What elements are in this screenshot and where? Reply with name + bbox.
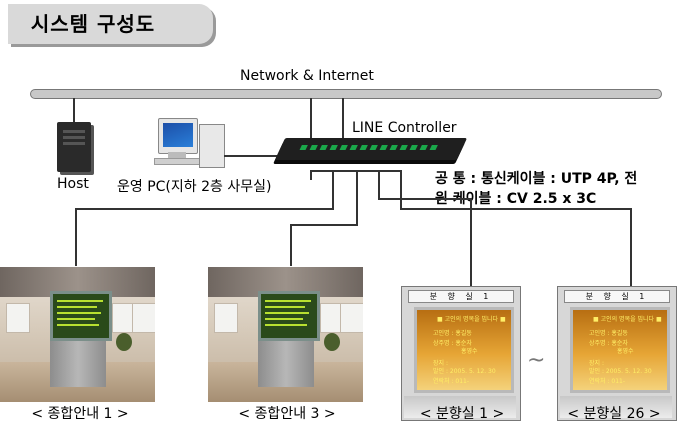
- info-display-3-photo: [208, 267, 363, 402]
- host-server-icon: [57, 122, 91, 172]
- tree-line: [400, 208, 632, 210]
- tree-line: [75, 208, 77, 266]
- tree-line: [310, 170, 312, 180]
- host-drop-line: [73, 98, 75, 122]
- tree-line: [75, 208, 334, 210]
- cable-note-line1: 공 통 : 통신케이블 : UTP 4P, 전: [435, 171, 638, 187]
- pc-monitor-icon: [158, 118, 198, 154]
- tree-line: [400, 170, 402, 210]
- room-sign-26: 분 향 실 1 ■ 고인의 명복을 빕니다 ■ 고인명 : 홍길동 상주명 : …: [557, 286, 677, 421]
- tree-line: [470, 198, 472, 286]
- display-caption-4: < 분향실 26 >: [567, 406, 661, 422]
- room-sign-header: 분 향 실 1: [408, 290, 514, 303]
- tree-line: [378, 170, 380, 200]
- display-caption-3: < 분향실 1 >: [419, 406, 505, 422]
- cable-note-line2: 원 케이블 : CV 2.5 x 3C: [435, 191, 597, 207]
- line-controller-switch-icon: [274, 138, 468, 160]
- pc-label: 운영 PC(지하 2층 사무실): [117, 179, 272, 195]
- controller-drop-line-2: [342, 98, 344, 140]
- tree-line: [630, 208, 632, 286]
- tree-line: [356, 170, 358, 226]
- tree-line: [332, 170, 334, 210]
- room-sign-1: 분 향 실 1 ■ 고인의 명복을 빕니다 ■ 고인명 : 홍길동 상주명 : …: [401, 286, 521, 421]
- controller-label: LINE Controller: [352, 120, 457, 136]
- tree-line: [378, 198, 472, 200]
- tree-line: [290, 224, 358, 226]
- pc-stand: [168, 152, 186, 158]
- network-label: Network & Internet: [240, 68, 374, 84]
- pc-link-line: [224, 155, 284, 157]
- display-caption-2: < 종합안내 3 >: [238, 406, 336, 422]
- title-tab: 시스템 구성도: [8, 4, 213, 44]
- room-sign-header: 분 향 실 1: [564, 290, 670, 303]
- tree-line: [290, 224, 292, 266]
- controller-drop-line-1: [310, 98, 312, 140]
- host-label: Host: [57, 176, 89, 192]
- display-caption-1: < 종합안내 1 >: [31, 406, 129, 422]
- series-ellipsis-tilde: ~: [527, 348, 546, 373]
- info-display-1-photo: [0, 267, 155, 402]
- pc-tower-icon: [199, 124, 225, 168]
- network-bus: [30, 89, 662, 99]
- pc-keyboard: [154, 158, 202, 165]
- diagram-title: 시스템 구성도: [30, 12, 156, 36]
